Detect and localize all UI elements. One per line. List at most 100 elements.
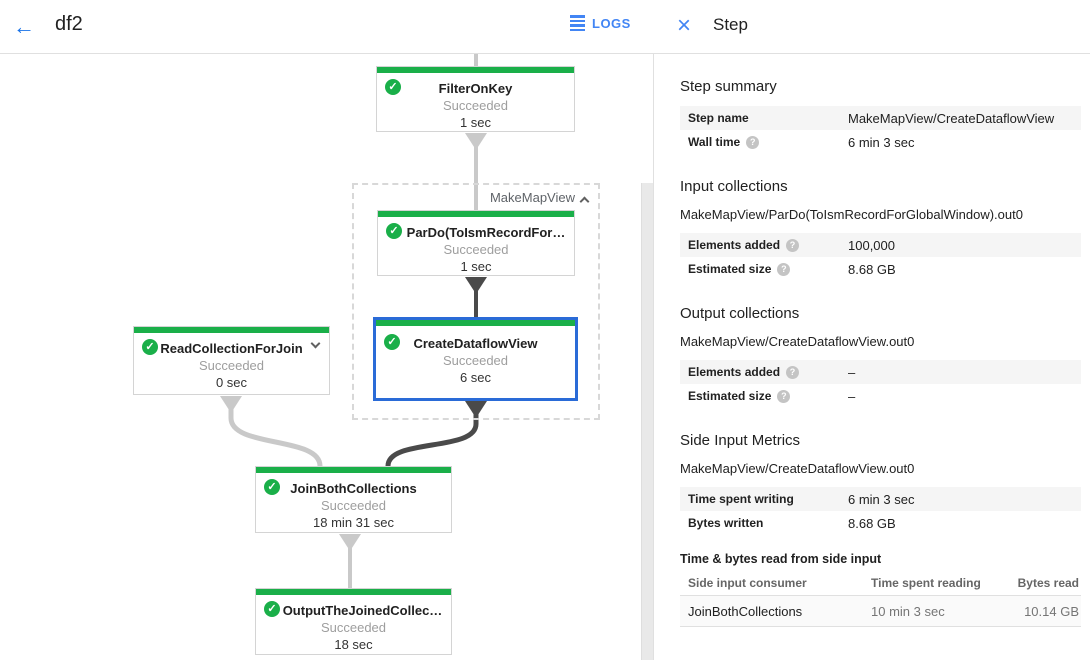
check-circle-icon: ✓ (386, 223, 402, 239)
cell-bytes-read: 10.14 GB (1024, 603, 1079, 619)
check-circle-icon: ✓ (142, 339, 158, 355)
node-time: 18 sec (334, 637, 373, 652)
kv-row-step-name: Step name MakeMapView/CreateDataflowView (680, 106, 1081, 130)
help-icon[interactable]: ? (786, 238, 800, 252)
kv-row-elements-added: Elements added? – (680, 360, 1081, 384)
help-icon[interactable]: ? (777, 262, 791, 276)
cell-consumer: JoinBothCollections (688, 603, 803, 619)
kv-row-wall-time: Wall time? 6 min 3 sec (680, 130, 1081, 154)
node-time: 0 sec (215, 375, 248, 390)
node-joinbothcollections[interactable]: ✓ JoinBothCollections Succeeded 18 min 3… (255, 466, 452, 533)
output-collection-path: MakeMapView/CreateDataflowView.out0 (680, 334, 915, 349)
node-status-bar (376, 320, 575, 326)
node-time: 1 sec (460, 259, 492, 274)
kv-row-bytes-written: Bytes written 8.68 GB (680, 511, 1081, 535)
kv-row-estimated-size: Estimated size? 8.68 GB (680, 257, 1081, 281)
node-time: 1 sec (459, 115, 492, 130)
kv-value: 100,000 (848, 237, 895, 253)
node-title: OutputTheJoinedCollec… (282, 603, 443, 618)
logs-button[interactable]: LOGS (570, 15, 631, 31)
panel-divider (653, 54, 654, 660)
kv-value: MakeMapView/CreateDataflowView (848, 110, 1055, 126)
node-title: JoinBothCollections (290, 481, 417, 496)
step-summary-rows: Step name MakeMapView/CreateDataflowView… (680, 106, 1081, 154)
kv-label-text: Step name (688, 111, 749, 125)
node-time: 6 sec (459, 370, 492, 385)
kv-value: – (848, 388, 856, 404)
node-title: ParDo(ToIsmRecordFor… (406, 225, 566, 240)
node-filteronkey[interactable]: ✓ FilterOnKey Succeeded 1 sec (376, 66, 575, 132)
top-bar: ← df2 LOGS × Step (0, 0, 1090, 54)
help-icon[interactable]: ? (777, 389, 791, 403)
kv-label-text: Bytes written (688, 516, 764, 530)
graph-edges (220, 54, 487, 588)
node-status: Succeeded (443, 242, 509, 257)
kv-row-time-spent-writing: Time spent writing 6 min 3 sec (680, 487, 1081, 511)
node-status: Succeeded (320, 498, 387, 513)
kv-label-text: Wall time (688, 135, 741, 149)
close-icon[interactable]: × (676, 12, 691, 39)
col-side-input-consumer: Side input consumer (688, 575, 807, 590)
node-status: Succeeded (442, 353, 509, 368)
table-row: JoinBothCollections 10 min 3 sec 10.14 G… (680, 596, 1081, 627)
step-details-panel: Step summary Step name MakeMapView/Creat… (654, 54, 1090, 660)
collapse-icon[interactable] (579, 196, 590, 207)
kv-label-text: Time spent writing (688, 492, 794, 506)
kv-value: 6 min 3 sec (848, 134, 915, 150)
kv-label-text: Estimated size (688, 389, 772, 403)
check-circle-icon: ✓ (385, 79, 401, 95)
node-status: Succeeded (442, 98, 509, 113)
kv-value: 8.68 GB (848, 261, 896, 277)
check-circle-icon: ✓ (264, 601, 280, 617)
back-arrow-icon[interactable]: ← (13, 14, 35, 39)
node-pardo-toismrecord[interactable]: ✓ ParDo(ToIsmRecordFor… Succeeded 1 sec (377, 210, 575, 276)
kv-row-elements-added: Elements added? 100,000 (680, 233, 1081, 257)
node-status-bar (378, 211, 574, 217)
node-status-bar (134, 327, 329, 333)
node-status-bar (256, 467, 451, 473)
makemapview-group (352, 183, 600, 420)
node-title: ReadCollectionForJoin (160, 341, 303, 356)
input-collections-heading: Input collections (680, 178, 788, 195)
side-input-rows: Time spent writing 6 min 3 sec Bytes wri… (680, 487, 1081, 535)
input-collection-path: MakeMapView/ParDo(ToIsmRecordForGlobalWi… (680, 207, 1023, 222)
node-status: Succeeded (198, 358, 265, 373)
side-input-metrics-heading: Side Input Metrics (680, 432, 801, 449)
kv-label-text: Elements added (688, 365, 781, 379)
group-label-text: MakeMapView (489, 190, 575, 205)
side-input-table: Side input consumer Time spent reading B… (680, 570, 1081, 627)
node-status-bar (256, 589, 451, 595)
side-input-path: MakeMapView/CreateDataflowView.out0 (680, 461, 915, 476)
job-title: df2 (55, 13, 83, 35)
step-summary-heading: Step summary (680, 78, 777, 95)
panel-title: Step (713, 15, 748, 34)
makemapview-group-label[interactable]: MakeMapView (352, 190, 590, 207)
node-status-bar (377, 67, 574, 73)
output-collection-rows: Elements added? – Estimated size? – (680, 360, 1081, 408)
kv-label-text: Elements added (688, 238, 781, 252)
check-circle-icon: ✓ (384, 334, 400, 350)
col-bytes-read: Bytes read (1017, 575, 1079, 590)
kv-row-estimated-size: Estimated size? – (680, 384, 1081, 408)
kv-label-text: Estimated size (688, 262, 772, 276)
kv-value: 6 min 3 sec (848, 491, 915, 507)
node-outputthejoinedcollection[interactable]: ✓ OutputTheJoinedCollec… Succeeded 18 se… (255, 588, 452, 655)
node-readcollectionforjoin[interactable]: ✓ ReadCollectionForJoin Succeeded 0 sec (133, 326, 330, 395)
table-header-row: Side input consumer Time spent reading B… (680, 570, 1081, 596)
help-icon[interactable]: ? (786, 365, 800, 379)
logs-button-label: LOGS (592, 15, 631, 31)
check-circle-icon: ✓ (264, 479, 280, 495)
job-graph: MakeMapView ✓ FilterOnKey Succeeded 1 se… (133, 54, 653, 660)
list-lines-icon (570, 15, 585, 31)
node-createdataflowview[interactable]: ✓ CreateDataflowView Succeeded 6 sec (373, 317, 578, 401)
output-collections-heading: Output collections (680, 305, 800, 322)
help-icon[interactable]: ? (746, 135, 760, 149)
kv-value: – (848, 364, 856, 380)
node-title: FilterOnKey (438, 81, 513, 96)
graph-scrollbar[interactable] (641, 183, 653, 660)
node-time: 18 min 31 sec (313, 515, 394, 530)
side-input-table-heading: Time & bytes read from side input (680, 552, 882, 566)
node-title: CreateDataflowView (413, 336, 538, 351)
node-status: Succeeded (320, 620, 387, 635)
kv-value: 8.68 GB (848, 515, 896, 531)
